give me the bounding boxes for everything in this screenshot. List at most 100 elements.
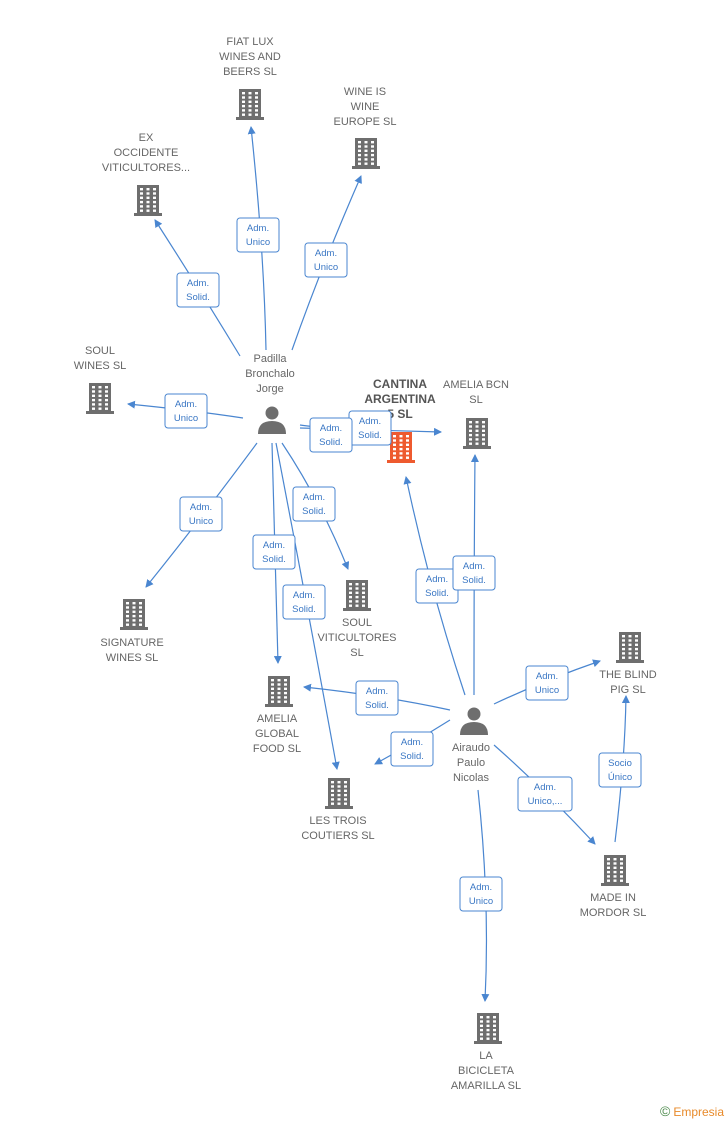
node-label-line: VITICULTORES [317,632,396,644]
node-ameliabcn[interactable]: AMELIA BCN SL [443,379,509,449]
node-label-line: CANTINA [373,377,427,391]
copyright-symbol: © [659,1103,671,1119]
node-label-line: WINES SL [74,360,127,372]
node-label-line: SL [469,394,482,406]
edge-label-padilla-to-cantina[interactable]: Adm.Solid. [309,417,353,453]
edge-label-line: Adm. [315,248,337,259]
node-wineis[interactable]: WINE IS WINE EUROPE SL [334,86,397,169]
edge-label-line: Solid. [365,700,389,711]
edge-label-line: Solid. [425,588,449,599]
edge-label-line: Adm. [470,882,492,893]
edge-label-line: Solid. [292,604,316,615]
node-label-line: SL [350,647,363,659]
edge-label-line: Adm. [359,416,381,427]
edge-label-line: Adm. [190,502,212,513]
node-label-line: MORDOR SL [580,907,647,919]
edge-label-line: Solid. [462,575,486,586]
node-label-line: AMELIA BCN [443,379,509,391]
node-label-line: VITICULTORES... [102,162,190,174]
edge-label-line: Solid. [319,437,343,448]
node-label-line: GLOBAL [255,728,299,740]
nodes-layer: PadillaBronchaloJorgeAiraudoPauloNicolas… [74,36,657,1092]
node-label-line: Paulo [457,757,485,769]
node-label-line: PIG SL [610,684,645,696]
brand-name: Empresia [673,1105,724,1119]
footer-brand: ©Empresia [660,1103,724,1119]
node-label-line: WINE [351,101,380,113]
edge-label-line: Solid. [262,554,286,565]
edge-label-line: Solid. [186,292,210,303]
node-label-line: SOUL [85,345,115,357]
edge-label-line: Adm. [366,686,388,697]
edge-label-line: Unico [314,262,338,273]
node-soulwines[interactable]: SOUL WINES SL [74,345,127,414]
node-label-line: LA [479,1050,493,1062]
edge-label-line: Solid. [400,751,424,762]
building-icon [352,138,380,169]
edge-label-line: Unico [174,413,198,424]
node-label-line: OCCIDENTE [114,147,179,159]
edge-label-airaudo-to-bicicleta[interactable]: Adm.Unico [459,876,503,912]
edge-label-padilla-to-ameliaglobal[interactable]: Adm.Solid. [252,534,296,570]
node-label-line: EUROPE SL [334,116,397,128]
node-exocc[interactable]: EXOCCIDENTEVITICULTORES... [102,132,190,216]
edge-label-line: Unico [246,237,270,248]
edge-label-airaudo-to-cantina[interactable]: Adm. Solid. [415,568,459,604]
edge-label-padilla-to-signature[interactable]: Adm. Unico [179,496,223,532]
edge-label-padilla-to-wineis[interactable]: Adm. Unico [304,242,348,278]
node-label-line: Jorge [256,383,284,395]
node-label-line: Padilla [253,353,287,365]
edge-label-line: Adm. [293,590,315,601]
edge-label-padilla-to-exocc[interactable]: Adm. Solid. [176,272,220,308]
building-icon [387,432,415,463]
building-icon [134,185,162,216]
edge-label-airaudo-to-ameliaglobal[interactable]: Adm. Solid. [355,680,399,716]
edge-label-line: Adm. [426,574,448,585]
edge-label-line: Adm. [401,737,423,748]
node-label-line: AMELIA [257,713,298,725]
node-label-line: Bronchalo [245,368,295,380]
edge-label-padilla-to-ameliabcn[interactable]: Adm. Solid. [348,410,392,446]
edge-label-line: Solid. [358,430,382,441]
node-madein[interactable]: MADE IN MORDOR SL [580,855,647,919]
node-label-line: WINES SL [106,652,159,664]
edge-label-airaudo-to-lestrois[interactable]: Adm. Solid. [390,731,434,767]
node-label-line: ARGENTINA [364,392,436,406]
edge-label-padilla-to-soulwines[interactable]: Adm.Unico [164,393,208,429]
node-label-line: MADE IN [590,892,636,904]
edge-label-airaudo-to-ameliabcn[interactable]: Adm. Solid. [452,555,496,591]
edge-label-line: Adm. [247,223,269,234]
building-icon [86,383,114,414]
node-label-line: AMARILLA SL [451,1080,521,1092]
edge-label-line: Unico [189,516,213,527]
node-label-line: WINE IS [344,86,386,98]
edge-label-line: Adm. [187,278,209,289]
building-icon [325,778,353,809]
edge-label-line: Adm. [463,561,485,572]
edge-label-line: Solid. [302,506,326,517]
edge-label-padilla-to-fiatlux[interactable]: Adm. Unico [236,217,280,253]
building-icon [265,676,293,707]
edge-label-padilla-to-lestrois[interactable]: Adm. Solid. [282,584,326,620]
edge-label-line: Unico,... [528,796,563,807]
edges-layer [127,126,630,1002]
edge-label-airaudo-to-madein[interactable]: Adm.Unico,... [517,776,573,812]
edge-label-padilla-to-soulvit[interactable]: Adm.Solid. [292,486,336,522]
building-icon [236,89,264,120]
node-label-line: Nicolas [453,772,490,784]
node-label-line: Airaudo [452,742,490,754]
node-label-line: WINES AND [219,51,281,63]
edge-label-airaudo-to-blindpig[interactable]: Adm.Unico [525,665,569,701]
